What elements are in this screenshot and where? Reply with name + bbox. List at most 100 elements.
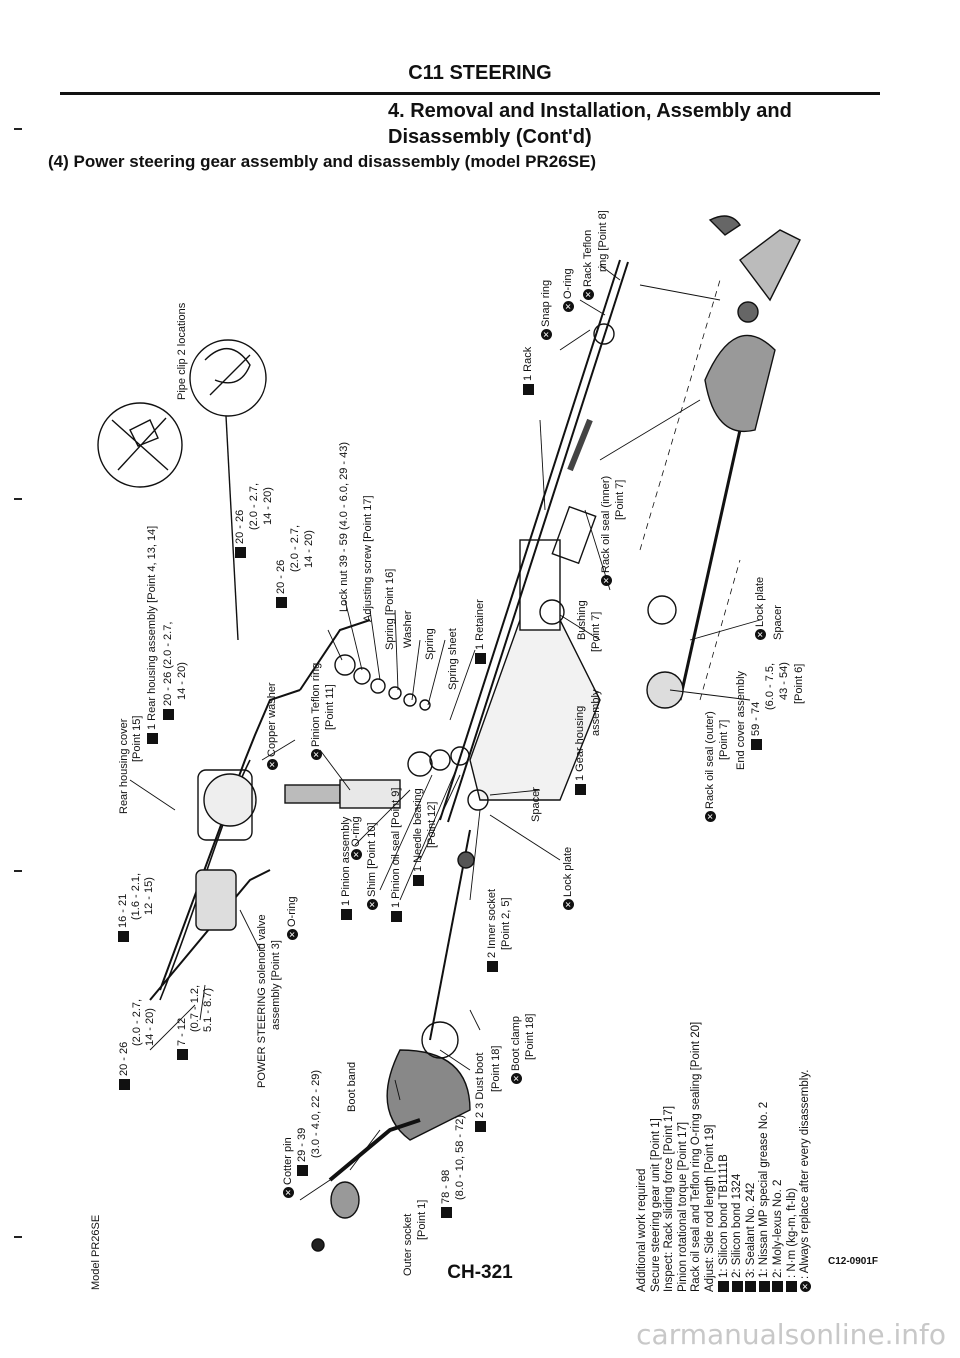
rear-housing-cover-label: Rear housing cover (118, 718, 130, 814)
grease-icon (340, 909, 352, 920)
torque-label: 16 - 21 (117, 894, 130, 942)
spring-label: Spring (424, 628, 436, 660)
torque-label: (8.0 - 10, 58 - 72) (454, 1115, 466, 1200)
page-number: CH-321 (447, 1262, 513, 1283)
bushing-label: [Point 7] (590, 611, 602, 652)
torque-label: (2.0 - 2.7, (289, 524, 301, 572)
dust-boot-label: 2 3 Dust boot (474, 1053, 487, 1132)
rack-oil-seal-inner-label: ✕Rack oil seal (inner) (600, 476, 613, 586)
section-title: C11 STEERING (408, 62, 552, 84)
boot-clamp-label: [Point 18] (524, 1013, 536, 1060)
replace-icon: ✕ (350, 849, 362, 860)
torque-label: (2.0 - 2.7, (131, 998, 143, 1046)
margin-dash (14, 1236, 22, 1238)
torque-label: 20 - 26 (118, 1042, 131, 1090)
replace-icon: ✕ (562, 899, 574, 910)
lock-plate-label: ✕Lock plate (562, 847, 575, 910)
torque-icon (440, 1207, 452, 1218)
torque-icon (117, 931, 129, 942)
torque-label: 20 - 26 (234, 510, 247, 558)
pinion-oil-seal-label: 1 Pinion oil seal [Point 9] (390, 788, 403, 922)
pinion-teflon-label: [Point 11] (324, 684, 336, 730)
grease-icon (474, 1121, 486, 1132)
margin-dash (14, 128, 22, 130)
margin-dash (14, 870, 22, 872)
replace-icon: ✕ (286, 929, 298, 940)
needle-bearing-label: [Point 12] (426, 801, 438, 848)
note-line: Adjust: Side rod length [Point 19] (703, 1124, 716, 1293)
rear-housing-assembly-label: 1 Rear housing assembly [Point 4, 13, 14… (146, 526, 159, 744)
replace-icon: ✕ (562, 301, 574, 312)
gear-housing-label: assembly (590, 689, 602, 736)
end-cover-point: [Point 6] (793, 663, 805, 704)
grease-icon (390, 911, 402, 922)
shim-label: ✕Shim [Point 10] (366, 822, 379, 910)
torque-label: (1.6 - 2.1, (130, 872, 142, 920)
outer-socket-label: [Point 1] (416, 1199, 428, 1240)
torque-icon (296, 1165, 308, 1176)
torque-label: (3.0 - 4.0, 22 - 29) (310, 1069, 322, 1158)
end-cover-torque: 43 - 54) (778, 662, 790, 700)
note-line: 3: Sealant No. 242 (745, 1022, 759, 1292)
note-line: Secure steering gear unit [Point 1] (649, 1118, 662, 1292)
torque-icon (275, 597, 287, 608)
torque-label: 78 - 98 (440, 1170, 453, 1218)
pipe-clip-detail-circle (97, 402, 183, 488)
spring-sheet-label: Spring sheet (447, 628, 459, 690)
rack-oil-seal-outer-label: ✕Rack oil seal (outer) (704, 711, 717, 822)
torque-label: (2.0 - 2.7, (248, 482, 260, 530)
bushing-label: Bushing (576, 600, 588, 640)
torque-label: 14 - 20) (262, 487, 274, 525)
torque-label: 29 - 39 (296, 1128, 309, 1176)
end-cover-label: End cover assembly (735, 670, 747, 770)
rack-label: 1 Rack (522, 347, 535, 395)
note-line: : N·m (kg-m, ft-lb) (786, 1022, 800, 1292)
note-line: 2: Silicon bond 1324 (731, 1022, 745, 1292)
page-title-line2: Disassembly (Cont'd) (388, 126, 592, 148)
solenoid-valve-label: assembly [Point 3] (270, 940, 282, 1030)
watermark: carmanualsonline.info (636, 1318, 946, 1351)
lock-plate-label: ✕Lock plate (754, 577, 767, 640)
replace-icon: ✕ (582, 289, 594, 300)
grease-icon (146, 733, 158, 744)
page-subtitle: (4) Power steering gear assembly and dis… (48, 152, 596, 171)
end-cover-torque: (6.0 - 7.5, (764, 662, 776, 710)
replace-icon: ✕ (510, 1073, 522, 1084)
grease-icon (474, 653, 486, 664)
retainer-label: 1 Retainer (474, 599, 487, 664)
note-line: 1: Nissan MP special grease No. 2 (758, 1022, 772, 1292)
rack-teflon-label: ✕Rack Teflon (582, 230, 595, 300)
torque-icon (176, 1049, 188, 1060)
rack-teflon-label: ring [Point 8] (597, 210, 609, 272)
o-ring-label: ✕O-ring (350, 816, 363, 860)
snap-ring-label: ✕Snap ring (540, 280, 553, 340)
boot-band-label: Boot band (346, 1061, 358, 1112)
torque-label: 20 - 26 (2.0 - 2.7, (162, 622, 175, 720)
torque-icon (162, 709, 174, 720)
torque-label: 14 - 20) (176, 662, 188, 700)
replace-icon: ✕ (266, 759, 278, 770)
pipe-clip-detail-circle (189, 339, 267, 417)
rack-oil-seal-inner-label: [Point 7] (614, 479, 626, 520)
grease-icon (412, 875, 424, 886)
note-line: Rack oil seal and Teflon ring O-ring sea… (690, 1021, 703, 1292)
replace-icon: ✕ (600, 575, 612, 586)
spacer-label: Spacer (530, 787, 542, 822)
cotter-pin-label: ✕Cotter pin (282, 1137, 295, 1198)
rear-housing-cover-label: [Point 15] (131, 715, 143, 762)
inner-socket-label: 2 Inner socket (486, 889, 499, 972)
torque-label: 12 - 15) (143, 877, 155, 915)
inner-socket-label: [Point 2, 5] (500, 897, 512, 950)
torque-label: 14 - 20) (144, 1008, 156, 1046)
notes-block: Additional work required Secure steering… (636, 1022, 813, 1292)
rack-oil-seal-outer-label: [Point 7] (718, 719, 730, 760)
spring-point16-label: Spring [Point 16] (384, 568, 396, 650)
note-line: Pinion rotational torque [Point 17] (676, 1121, 689, 1292)
o-ring-label: ✕O-ring (286, 896, 299, 940)
torque-icon (750, 739, 762, 750)
torque-icon (118, 1079, 130, 1090)
adjusting-screw-label: Adjusting screw [Point 17] (362, 495, 374, 622)
torque-label: (0.7 - 1.2, (189, 984, 201, 1032)
pipe-clip-label: Pipe clip 2 locations (176, 302, 188, 400)
note-line: 1: Silicon bond TB1111B (718, 1022, 732, 1292)
